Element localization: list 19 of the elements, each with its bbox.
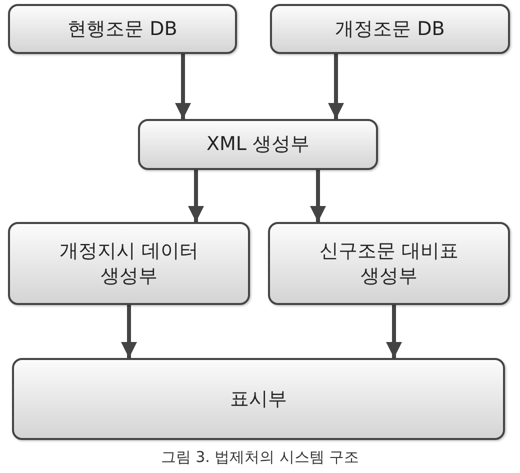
arrow (188, 170, 204, 222)
process-box (8, 4, 237, 54)
figure-caption: 그림 3. 법제처의 시스템 구조 (160, 448, 360, 467)
box-label: 표시부 (230, 386, 287, 412)
arrow (328, 54, 344, 119)
arrow (175, 54, 191, 119)
box-label: 신구조문 대비표 생성부 (318, 238, 460, 288)
arrow (386, 305, 402, 358)
process-box (12, 358, 505, 440)
process-box (8, 222, 250, 305)
box-label: 개정조문 DB (335, 16, 445, 42)
box-label: 현행조문 DB (68, 16, 178, 42)
process-box (270, 4, 510, 54)
box-label: XML 생성부 (206, 132, 310, 157)
process-box (138, 119, 378, 170)
process-box (268, 222, 510, 305)
arrow (310, 170, 326, 222)
box-label: 개정지시 데이터 생성부 (58, 238, 200, 288)
arrow (121, 305, 137, 358)
